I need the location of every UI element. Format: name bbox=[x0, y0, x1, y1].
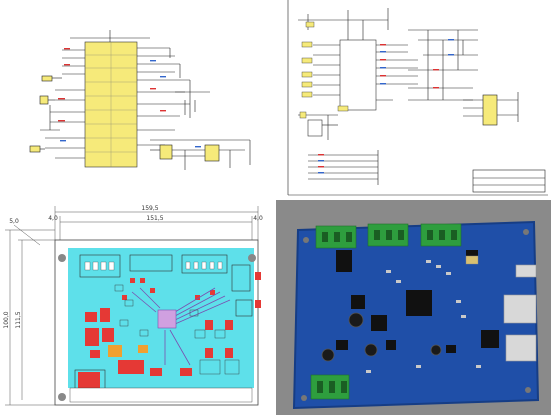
mounting-hole bbox=[58, 254, 66, 262]
schematic-right bbox=[287, 0, 548, 196]
dimension-labels: 159,5 151,5 4,0 4,0 5,0 100,0 111,5 bbox=[3, 205, 263, 329]
dim-inner-height: 111,5 bbox=[15, 311, 22, 328]
pcb-photo-panel bbox=[276, 200, 551, 415]
dim-total-height: 100,0 bbox=[3, 311, 10, 328]
dim-top-margin: 5,0 bbox=[9, 218, 19, 225]
pcb-layout-panel: 159,5 151,5 4,0 4,0 5,0 100,0 111,5 bbox=[0, 200, 275, 415]
schematic-left bbox=[29, 30, 251, 170]
mounting-hole bbox=[58, 393, 66, 401]
dim-inner-width: 151,5 bbox=[146, 215, 163, 222]
pcb-layout-drawing: 159,5 151,5 4,0 4,0 5,0 100,0 111,5 bbox=[3, 205, 263, 406]
pcb-photo bbox=[276, 200, 551, 415]
schematic-left-panel bbox=[0, 0, 275, 200]
dim-total-width: 159,5 bbox=[141, 205, 158, 212]
dim-right-offset: 4,0 bbox=[253, 215, 263, 222]
mounting-hole bbox=[248, 254, 256, 262]
dim-left-offset: 4,0 bbox=[48, 215, 58, 222]
red-pads bbox=[78, 272, 261, 388]
schematic-right-panel bbox=[278, 0, 551, 200]
main-ic-footprint bbox=[157, 309, 177, 329]
